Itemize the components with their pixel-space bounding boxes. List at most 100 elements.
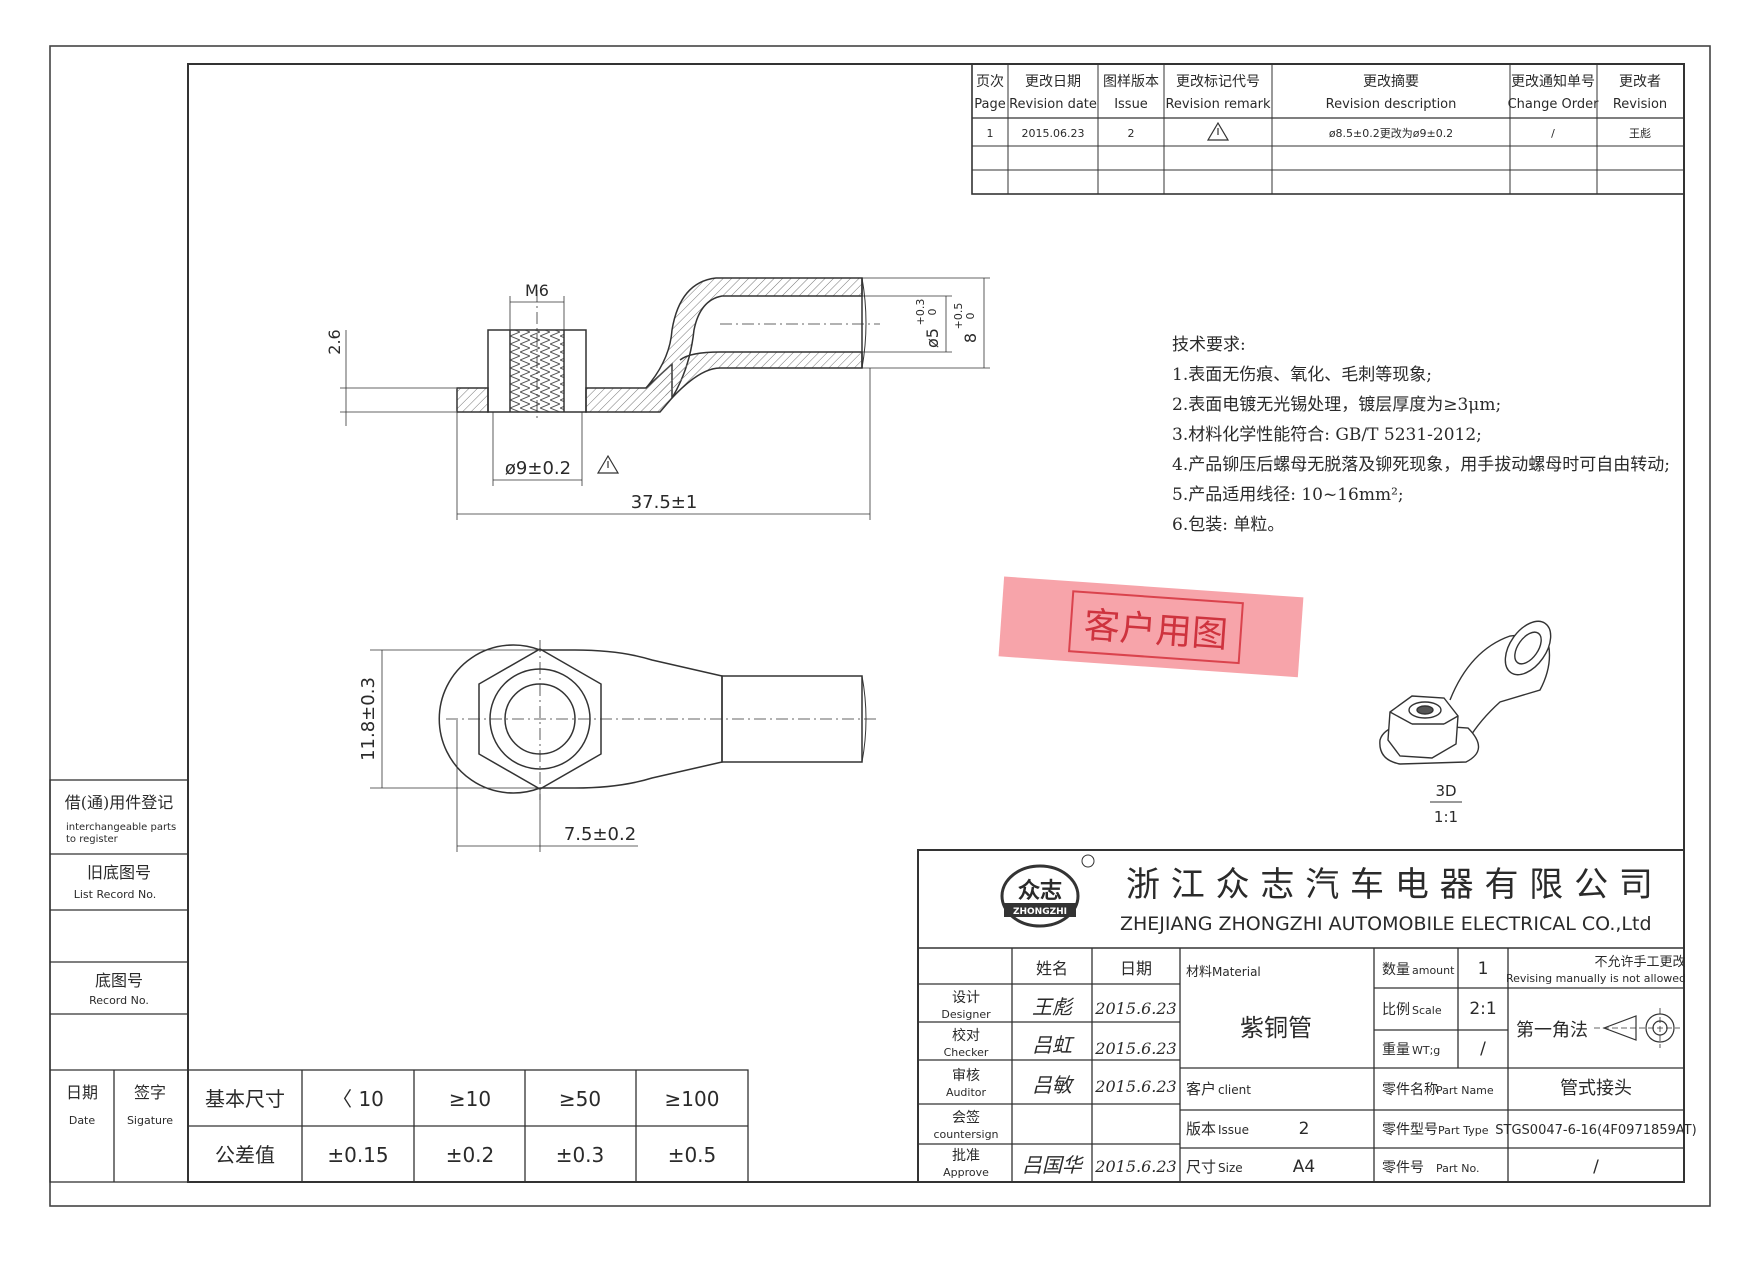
- side-view: [340, 277, 990, 520]
- first-angle-projection-icon: [1594, 1008, 1680, 1048]
- date-en: Date: [69, 1114, 96, 1127]
- role-designer-cn: 设计: [952, 990, 980, 1006]
- rev-header-issue-cn: 图样版本: [1103, 74, 1159, 90]
- customer-stamp: 客户用图: [998, 576, 1304, 678]
- tech-req-item-2: 2.表面电镀无光锡处理，镀层厚度为≥3μm;: [1172, 395, 1501, 415]
- tb-part-no-label-cn: 零件号: [1382, 1160, 1424, 1176]
- tb-part-no-label-en: Part No.: [1436, 1162, 1479, 1175]
- dim-tube-outer-tol-lower: 0: [964, 313, 977, 320]
- dim-tube-outer: 8: [961, 333, 980, 343]
- role-approve-en: Approve: [943, 1166, 989, 1179]
- terminal-ring-outline: [438, 644, 723, 794]
- iso-view: [1379, 620, 1552, 803]
- terminal-tube-wall-bottom: [671, 351, 863, 399]
- tb-part-name-label-cn: 零件名称: [1382, 1082, 1438, 1098]
- tb-no-manual-en: Revising manually is not allowed: [1506, 972, 1686, 985]
- title-block: [917, 849, 1685, 1183]
- tolerance-value-4: ±0.5: [668, 1143, 717, 1167]
- rev-header-page-en: Page: [974, 97, 1005, 112]
- sign-en: Sigature: [127, 1114, 173, 1127]
- dim-bore-diameter: ø9±0.2: [505, 458, 571, 479]
- role-designer-name: 王彪: [1032, 995, 1075, 1019]
- rev-header-reviser-cn: 更改者: [1619, 74, 1661, 90]
- tb-part-type-label-cn: 零件型号: [1382, 1122, 1438, 1138]
- record-no-cn: 底图号: [95, 971, 143, 990]
- top-view-dimensions: 11.8±0.3 7.5±0.2: [358, 677, 636, 845]
- dim-offset: 7.5±0.2: [564, 824, 636, 845]
- tb-amount-label-cn: 数量: [1382, 962, 1410, 978]
- role-checker-date: 2015.6.23: [1094, 1039, 1176, 1058]
- role-auditor-cn: 审核: [952, 1068, 980, 1084]
- rev-row-reviser: 王彪: [1629, 127, 1651, 140]
- terminal-flange: [456, 387, 489, 413]
- role-checker-cn: 校对: [952, 1027, 980, 1044]
- tb-scale-value: 2:1: [1469, 999, 1496, 1019]
- company-name-cn: 浙 江 众 志 汽 车 电 器 有 限 公 司: [1126, 865, 1653, 905]
- role-approve-cn: 批准: [952, 1148, 980, 1164]
- iso-label: 3D: [1435, 782, 1456, 800]
- role-approve-name: 吕国华: [1022, 1153, 1084, 1177]
- tolerance-table: [187, 1069, 749, 1183]
- tech-req-item-6: 6.包装: 单粒。: [1172, 515, 1284, 535]
- tb-date-header: 日期: [1120, 959, 1152, 978]
- tb-weight-label-cn: 重量: [1382, 1042, 1410, 1058]
- tb-material-label-cn: 材料: [1186, 965, 1212, 980]
- rev-header-date-cn: 更改日期: [1025, 74, 1081, 90]
- rev-header-description-cn: 更改摘要: [1363, 73, 1419, 90]
- rev-row-date: 2015.06.23: [1022, 127, 1085, 140]
- tb-no-manual-cn: 不允许手工更改: [1594, 954, 1685, 970]
- top-view: [370, 640, 880, 852]
- tb-amount-label-en: amount: [1412, 964, 1455, 977]
- company-logo: 众志 ZHONGZHI: [1000, 854, 1095, 928]
- tech-req-item-3: 3.材料化学性能符合: GB/T 5231-2012;: [1172, 425, 1482, 445]
- tb-part-type-value: STGS0047-6-16(4F0971859AT): [1495, 1123, 1696, 1138]
- tech-req-item-4: 4.产品铆压后螺母无脱落及铆死现象，用手拔动螺母时可自由转动;: [1172, 455, 1670, 475]
- rev-header-page-cn: 页次: [976, 74, 1004, 90]
- rev-header-order-cn: 更改通知单号: [1511, 73, 1595, 90]
- tolerance-range-3: ≥50: [559, 1087, 601, 1111]
- rev-header-remark-cn: 更改标记代号: [1176, 74, 1260, 90]
- rev-header-date-en: Revision date: [1009, 97, 1097, 112]
- tolerance-value-2: ±0.2: [446, 1143, 495, 1167]
- rev-header-order-en: Change Order: [1508, 97, 1600, 112]
- rev-row-description: ø8.5±0.2更改为ø9±0.2: [1329, 126, 1453, 140]
- tb-client-label-en: client: [1218, 1083, 1251, 1097]
- left-register-panel: [49, 779, 189, 1183]
- tb-part-name-label-en: Part Name: [1436, 1084, 1494, 1097]
- dim-thread: M6: [525, 281, 549, 300]
- tech-req-title: 技术要求:: [1172, 335, 1246, 355]
- role-countersign-cn: 会签: [952, 1109, 980, 1126]
- tb-material-value: 紫铜管: [1240, 1014, 1312, 1042]
- rev-row-issue: 2: [1128, 127, 1135, 140]
- tb-weight-label-en: WT;g: [1412, 1044, 1440, 1057]
- role-countersign-en: countersign: [933, 1128, 998, 1141]
- tolerance-range-1: 〈 10: [332, 1087, 384, 1111]
- tb-issue-value: 2: [1299, 1119, 1310, 1139]
- revision-table: 页次 Page 更改日期 Revision date 图样版本 Issue 更改…: [971, 63, 1685, 195]
- dim-tube-inner: ø5: [923, 328, 942, 348]
- dim-thickness: 2.6: [325, 329, 344, 354]
- tb-part-name-value: 管式接头: [1560, 1078, 1632, 1099]
- company-name-en: ZHEJIANG ZHONGZHI AUTOMOBILE ELECTRICAL …: [1120, 913, 1652, 935]
- side-view-dimensions: M6 2.6 ø9±0.2 37.5±1 ø5 +0.3 0 8 +0.5 0: [325, 281, 980, 513]
- rev-row-change-order: /: [1551, 127, 1555, 140]
- tb-part-type-label-en: Part Type: [1438, 1124, 1489, 1137]
- warning-triangle-icon: [1206, 121, 1230, 141]
- register-title-en-2: to register: [66, 834, 119, 845]
- tb-name-header: 姓名: [1036, 959, 1068, 978]
- logo-text-en: ZHONGZHI: [1013, 907, 1067, 917]
- warning-triangle-icon: [596, 454, 620, 474]
- role-approve-date: 2015.6.23: [1094, 1157, 1176, 1176]
- tech-req-item-5: 5.产品适用线径: 10~16mm²;: [1172, 485, 1404, 505]
- outer-frame: [49, 45, 1711, 1207]
- dim-tube-inner-tol-upper: +0.3: [914, 299, 927, 326]
- rev-header-remark-en: Revision remark: [1165, 97, 1270, 112]
- tolerance-range-4: ≥100: [665, 1087, 720, 1111]
- date-cn: 日期: [66, 1083, 98, 1102]
- logo-text-cn: 众志: [1018, 878, 1062, 904]
- tb-weight-value: /: [1480, 1039, 1486, 1059]
- dim-tube-outer-tol-upper: +0.5: [952, 303, 965, 330]
- role-auditor-en: Auditor: [946, 1086, 987, 1099]
- inner-frame: [187, 63, 1685, 1183]
